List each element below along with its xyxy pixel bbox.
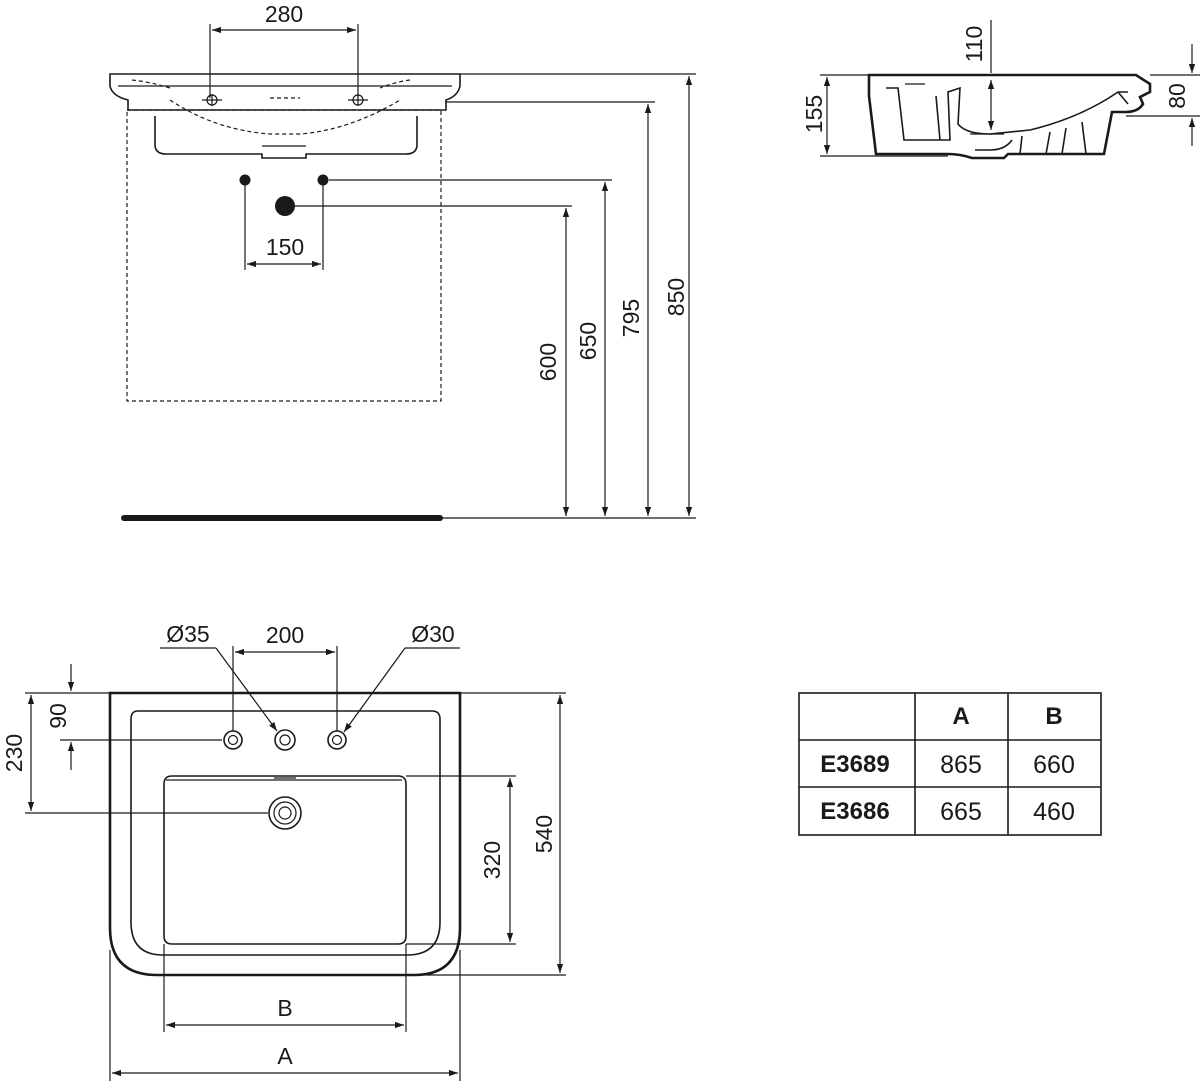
cabinet-outline xyxy=(126,109,442,402)
dimension-table: A B E3689 865 660 E3686 665 460 xyxy=(798,692,1102,836)
dim-hole-small: Ø30 xyxy=(411,621,454,647)
table-header-a: A xyxy=(952,703,969,730)
table-row-2-model: E3686 xyxy=(820,798,889,825)
dim-waste-offset: 230 xyxy=(1,734,27,772)
tap-hole-left xyxy=(202,94,222,106)
dim-pipe-spacing: 150 xyxy=(266,234,304,260)
table-row-1-a: 865 xyxy=(940,751,982,779)
dim-height-795: 795 xyxy=(618,299,644,337)
dim-hole-large: Ø35 xyxy=(166,621,209,647)
plan-view: Ø35 Ø30 200 90 230 320 540 xyxy=(1,621,566,1081)
dim-side-height: 155 xyxy=(801,95,827,133)
table-row-1-b: 660 xyxy=(1033,751,1075,779)
dim-total-depth: 540 xyxy=(531,815,557,853)
tap-hole-right-plan xyxy=(327,730,347,750)
table-row-2-b: 460 xyxy=(1033,798,1075,826)
table-header-b: B xyxy=(1045,703,1062,730)
dim-side-rear: 80 xyxy=(1164,83,1190,109)
dim-label-a: A xyxy=(277,1043,293,1069)
basin-top-slab xyxy=(109,73,461,111)
waste-outlet xyxy=(268,796,302,830)
dim-label-b: B xyxy=(277,995,292,1021)
waste-point xyxy=(275,196,295,216)
supply-point-left xyxy=(239,174,251,186)
side-profile-outline xyxy=(867,73,1152,160)
dim-tap-spacing: 280 xyxy=(265,1,303,27)
dim-height-850: 850 xyxy=(663,278,689,316)
tap-hole-center-plan xyxy=(274,729,296,751)
table-row-2-a: 665 xyxy=(940,798,982,826)
dim-bowl-depth: 320 xyxy=(479,841,505,879)
dim-side-depth: 110 xyxy=(961,26,987,63)
dim-height-650: 650 xyxy=(575,322,601,360)
tap-hole-left-plan xyxy=(223,730,243,750)
front-view: 280 150 600 650 795 850 xyxy=(109,1,696,521)
basin-underside xyxy=(154,116,418,159)
plan-bowl xyxy=(163,775,407,945)
dim-height-600: 600 xyxy=(535,343,561,381)
side-view: 155 110 80 xyxy=(801,20,1200,160)
plan-inner-outline xyxy=(130,710,441,956)
dim-hole-offset: 90 xyxy=(45,703,71,729)
supply-point-right xyxy=(317,174,329,186)
table-row-1-model: E3689 xyxy=(820,751,889,778)
dim-hole-spacing: 200 xyxy=(266,622,304,648)
